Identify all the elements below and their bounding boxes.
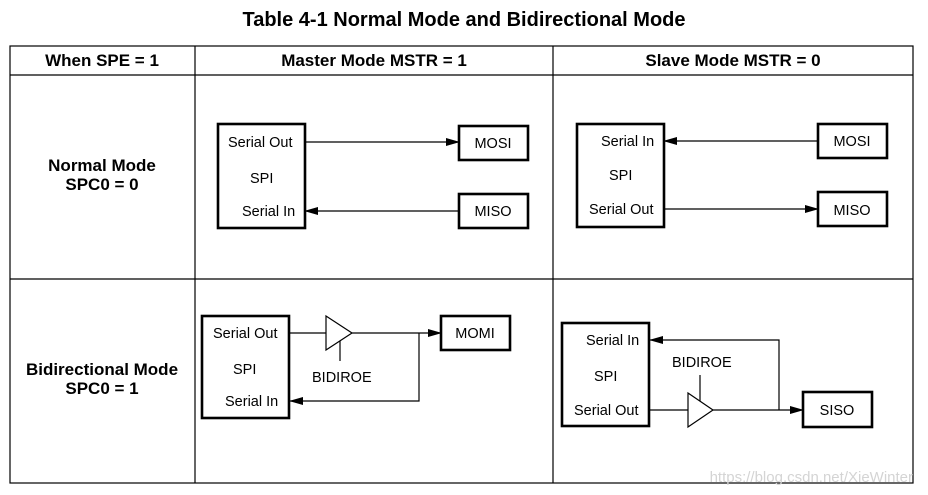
serial-out-label: Serial Out <box>228 135 292 151</box>
bidiroe-label: BIDIROE <box>312 370 372 386</box>
table-title: Table 4-1 Normal Mode and Bidirectional … <box>242 9 685 31</box>
mosi-pin <box>816 122 889 160</box>
serial-out-label: Serial Out <box>213 326 277 342</box>
momi-pin <box>439 314 512 352</box>
buffer-triangle-icon <box>687 391 715 429</box>
feedback-wire <box>649 336 780 410</box>
table-grid <box>9 45 914 484</box>
row-bidir-label: Bidirectional Mode <box>26 360 178 379</box>
spi-label: SPI <box>250 171 273 187</box>
bidir-master-diagram: Serial Out SPI Serial In BIDIROE MOMI <box>200 314 512 420</box>
row-normal-spc0: SPC0 = 0 <box>65 175 138 194</box>
siso-pin <box>801 390 874 429</box>
row-normal-label: Normal Mode <box>48 156 156 175</box>
mosi-pin <box>457 124 530 162</box>
serial-in-label: Serial In <box>601 134 654 150</box>
serial-out-label: Serial Out <box>574 403 638 419</box>
spi-block <box>216 122 307 230</box>
serial-in-label: Serial In <box>242 204 295 220</box>
watermark: https://blog.csdn.net/XieWinter <box>710 469 913 486</box>
miso-pin <box>816 190 889 228</box>
mosi-label: MOSI <box>833 134 870 150</box>
row-bidir-spc0: SPC0 = 1 <box>65 379 138 398</box>
serial-in-label: Serial In <box>225 394 278 410</box>
feedback-wire <box>289 333 420 405</box>
header-when-spe: When SPE = 1 <box>45 51 159 70</box>
momi-label: MOMI <box>455 326 494 342</box>
spi-label: SPI <box>594 369 617 385</box>
bidir-slave-diagram: Serial In SPI Serial Out BIDIROE SISO <box>560 321 874 429</box>
spi-label: SPI <box>609 168 632 184</box>
spi-block <box>200 314 291 420</box>
serial-in-label: Serial In <box>586 333 639 349</box>
miso-label: MISO <box>833 203 870 219</box>
header-slave-mode: Slave Mode MSTR = 0 <box>645 51 820 70</box>
mosi-label: MOSI <box>474 136 511 152</box>
serial-out-label: Serial Out <box>589 202 653 218</box>
spi-block <box>560 321 651 428</box>
buffer-triangle-icon <box>325 314 354 352</box>
siso-label: SISO <box>820 403 855 419</box>
header-master-mode: Master Mode MSTR = 1 <box>281 51 467 70</box>
spi-block <box>575 122 666 229</box>
bidiroe-label: BIDIROE <box>672 355 732 371</box>
normal-slave-diagram: Serial In SPI Serial Out MOSI MISO <box>575 122 889 229</box>
spi-label: SPI <box>233 362 256 378</box>
normal-master-diagram: Serial Out SPI Serial In MOSI MISO <box>216 122 530 230</box>
miso-pin <box>457 192 530 230</box>
miso-label: MISO <box>474 204 511 220</box>
